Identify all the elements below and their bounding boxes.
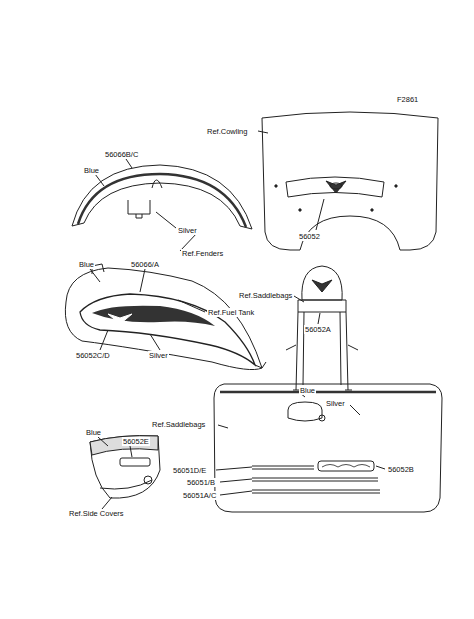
callout-label: Silver [177,226,198,235]
callout-label: Blue [85,428,102,437]
callout-label: 56052A [304,325,332,334]
callout-label: F2861 [396,95,419,104]
callout-label: 56052E [122,437,150,446]
callout-label: Silver [148,351,169,360]
callout-label: 56052B [387,465,415,474]
callout-label: Ref.Saddlebags [151,420,206,429]
callout-label: 56051D/E [172,466,207,475]
callout-label: Ref.Fuel Tank [207,308,255,317]
callout-label: Ref.Saddlebags [238,291,293,300]
callout-label: Blue [78,260,95,269]
callout-label: Ref.Fenders [181,249,224,258]
callout-label: 56051A/C [182,491,217,500]
callout-label: Blue [299,386,316,395]
callout-label: Ref.Side Covers [68,509,125,518]
callout-label: Silver [325,399,346,408]
callout-label: 56066/A [130,260,160,269]
callout-label: Blue [83,166,100,175]
callout-label: 56052 [298,232,321,241]
callout-label: 56052C/D [75,351,111,360]
callout-label: 56066B/C [104,150,139,159]
callout-label: Ref.Cowling [206,127,248,136]
callout-label: 56051/B [186,478,216,487]
